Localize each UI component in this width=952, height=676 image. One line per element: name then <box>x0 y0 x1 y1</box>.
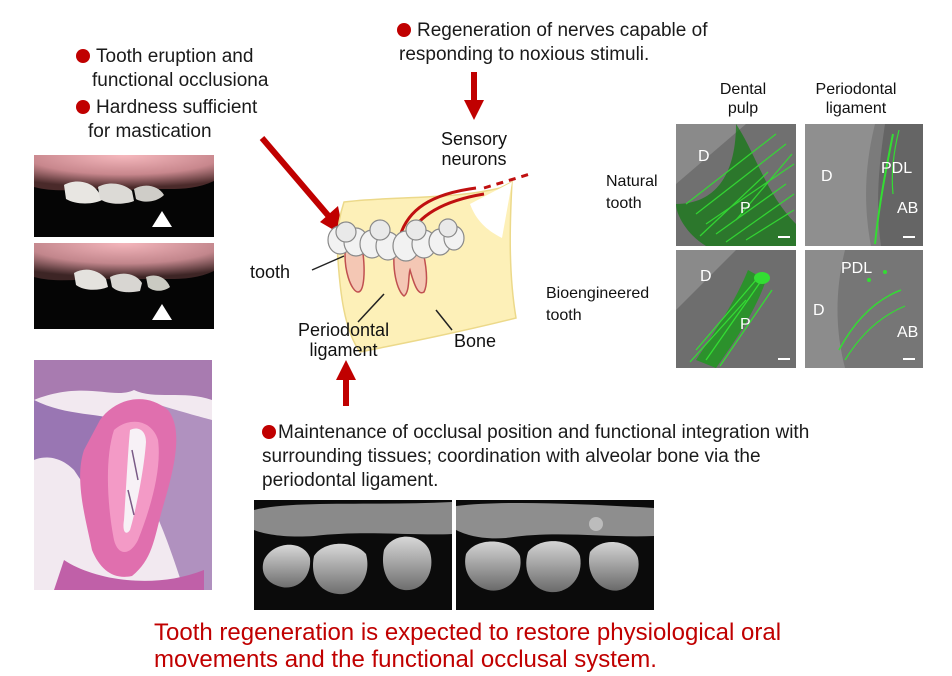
micrograph-natural-pulp-art <box>676 124 796 246</box>
note-eruption-line2: functional occlusiona <box>92 70 269 91</box>
label-bio-pdl-pdl: PDL <box>841 260 873 277</box>
teeth-row-back <box>335 218 458 243</box>
row-header-bio-line2: tooth <box>546 307 582 324</box>
ct-render-right-art <box>456 502 654 593</box>
note-hardness-line1: Hardness sufficient <box>96 97 258 118</box>
note-nerves: Regeneration of nerves capable of respon… <box>397 19 707 67</box>
scale-bar <box>778 358 790 360</box>
micrograph-bio-pdl: PDL D AB <box>805 250 923 368</box>
note-hardness: Hardness sufficient for mastication <box>76 96 257 144</box>
note-maintenance-line1: Maintenance of occlusal position and fun… <box>278 422 810 443</box>
col-header-pdl: Periodontal ligament <box>806 80 906 118</box>
triangle-marker-icon <box>152 304 172 320</box>
note-maintenance-line2: surrounding tissues; coordination with a… <box>262 446 761 467</box>
label-natural-pdl-ab: AB <box>897 200 919 217</box>
pointer-tooth <box>311 255 345 271</box>
mouth-photo-bottom-art <box>34 243 214 293</box>
conclusion-line2: movements and the functional occlusal sy… <box>154 646 657 673</box>
note-maintenance-line3: periodontal ligament. <box>262 470 439 491</box>
label-natural-pulp-d: D <box>698 148 710 165</box>
label-bio-pdl-ab: AB <box>897 324 919 341</box>
micrograph-bio-pulp-art <box>676 250 796 368</box>
ct-render-left-art <box>254 502 452 595</box>
col-header-pulp-line2: pulp <box>727 100 759 117</box>
micrograph-natural-pulp: D P <box>676 124 796 246</box>
bullet-icon <box>76 49 90 63</box>
scale-bar <box>778 236 790 238</box>
note-eruption-line1: Tooth eruption and <box>96 46 254 67</box>
label-bio-pdl-d: D <box>813 302 825 319</box>
mouth-photo-bottom <box>34 243 214 329</box>
label-pdl-line2: ligament <box>309 340 378 360</box>
col-header-pulp: Dental pulp <box>706 80 780 118</box>
col-header-pdl-line2: ligament <box>825 100 887 117</box>
pointer-pdl <box>357 293 385 323</box>
label-natural-pulp-p: P <box>740 200 751 217</box>
note-maintenance: Maintenance of occlusal position and fun… <box>262 421 809 493</box>
note-eruption: Tooth eruption and functional occlusiona <box>76 45 268 93</box>
micrograph-bio-pdl-art <box>805 250 923 368</box>
label-natural-pdl-pdl: PDL <box>881 160 913 177</box>
label-bone: Bone <box>454 331 497 351</box>
nerve-dashed <box>483 172 531 190</box>
micrograph-bio-pulp: D P <box>676 250 796 368</box>
histology-section <box>34 360 212 590</box>
row-header-natural-line2: tooth <box>606 195 642 212</box>
mouth-photo-top <box>34 155 214 237</box>
label-pdl: Periodontal ligament <box>298 320 389 360</box>
note-nerves-line1: Regeneration of nerves capable of <box>417 20 708 41</box>
micrograph-natural-pdl-art <box>805 124 923 246</box>
scale-bar <box>903 358 915 360</box>
bullet-icon <box>76 100 90 114</box>
label-bio-pulp-p: P <box>740 316 751 333</box>
scale-bar <box>903 236 915 238</box>
arrow-to-neurons <box>464 72 484 120</box>
micrograph-natural-pdl: D PDL AB <box>805 124 923 246</box>
jaw-notch <box>470 182 512 238</box>
nerve-fiber-1 <box>398 186 477 237</box>
row-header-natural: Natural tooth <box>606 171 658 215</box>
histology-section-art <box>34 360 212 590</box>
col-header-pulp-line1: Dental <box>719 81 767 98</box>
label-natural-pdl-d: D <box>821 168 833 185</box>
arrow-to-pdl <box>336 360 356 406</box>
row-header-bio-line1: Bioengineered <box>546 285 650 302</box>
col-header-pdl-line1: Periodontal <box>815 81 897 98</box>
conclusion: Tooth regeneration is expected to restor… <box>154 619 781 673</box>
label-tooth: tooth <box>250 262 291 282</box>
label-sensory-neurons: Sensory neurons <box>432 129 516 169</box>
ct-render-left <box>254 500 452 610</box>
ct-render-right <box>456 500 654 610</box>
pointer-bone <box>435 309 453 331</box>
triangle-marker-icon <box>152 211 172 227</box>
row-header-natural-line1: Natural <box>606 173 658 190</box>
arrow-to-tooth <box>259 136 335 222</box>
bullet-icon <box>262 425 276 439</box>
note-nerves-line2: responding to noxious stimuli. <box>399 44 650 65</box>
note-hardness-line2: for mastication <box>88 121 212 142</box>
label-pdl-line1: Periodontal <box>298 320 390 340</box>
bullet-icon <box>397 23 411 37</box>
jaw-diagram <box>259 136 531 353</box>
mouth-photo-top-art <box>34 155 214 204</box>
label-neurons: neurons <box>441 149 507 169</box>
conclusion-line1: Tooth regeneration is expected to restor… <box>154 619 782 646</box>
label-bio-pulp-d: D <box>700 268 712 285</box>
row-header-bio: Bioengineered tooth <box>546 283 649 327</box>
label-sensory: Sensory <box>440 129 508 149</box>
